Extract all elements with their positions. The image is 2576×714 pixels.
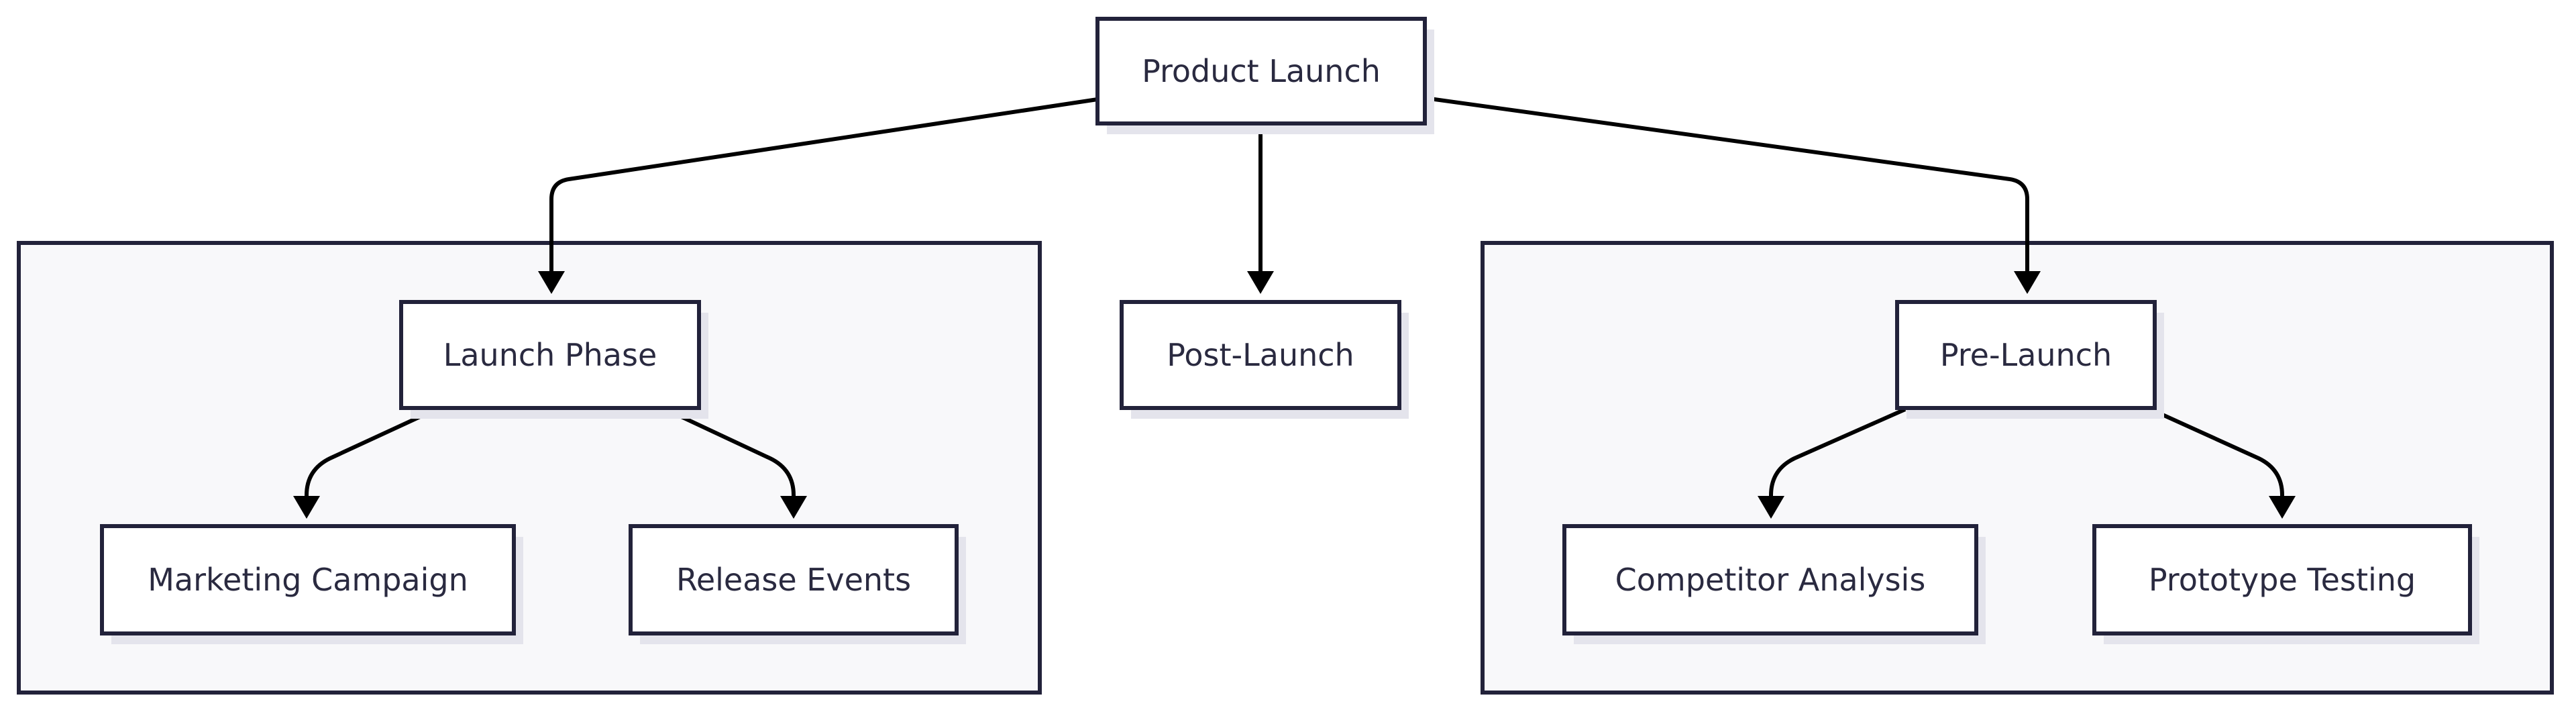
edge-launch-phase-to-marketing-campaign: [305, 407, 437, 500]
node-launch-phase: Launch Phase: [399, 300, 708, 419]
edge-root-to-launch-phase: [549, 97, 1098, 275]
node-product-launch: Product Launch: [1095, 17, 1434, 134]
node-prototype-testing: Prototype Testing: [2092, 524, 2479, 644]
arrow-pre-launch-to-prototype-testing: [2269, 496, 2296, 519]
edge-root-to-pre-launch: [1424, 96, 2029, 275]
node-launch-phase-label: Launch Phase: [443, 337, 657, 373]
node-post-launch-label: Post-Launch: [1167, 337, 1354, 373]
node-competitor-analysis-label: Competitor Analysis: [1615, 562, 1926, 598]
node-marketing-campaign: Marketing Campaign: [100, 524, 523, 644]
node-prototype-testing-label: Prototype Testing: [2149, 562, 2416, 598]
node-pre-launch: Pre-Launch: [1895, 300, 2164, 419]
node-release-events: Release Events: [629, 524, 966, 644]
node-post-launch: Post-Launch: [1120, 300, 1409, 419]
arrow-launch-phase-to-release-events: [780, 496, 807, 519]
node-pre-launch-label: Pre-Launch: [1940, 337, 2112, 373]
arrow-root-to-launch-phase: [538, 271, 565, 294]
node-competitor-analysis: Competitor Analysis: [1562, 524, 1986, 644]
edge-pre-launch-to-competitor-analysis: [1769, 407, 1907, 500]
arrow-launch-phase-to-marketing-campaign: [293, 496, 320, 519]
node-product-launch-label: Product Launch: [1142, 53, 1381, 89]
arrow-root-to-pre-launch: [2014, 271, 2041, 294]
arrow-pre-launch-to-competitor-analysis: [1758, 496, 1784, 519]
node-marketing-campaign-label: Marketing Campaign: [148, 562, 468, 598]
edges: [293, 96, 2296, 519]
arrow-root-to-post-launch: [1247, 271, 1274, 294]
edge-pre-launch-to-prototype-testing: [2149, 407, 2284, 500]
node-release-events-label: Release Events: [676, 562, 911, 598]
edge-launch-phase-to-release-events: [664, 407, 796, 500]
